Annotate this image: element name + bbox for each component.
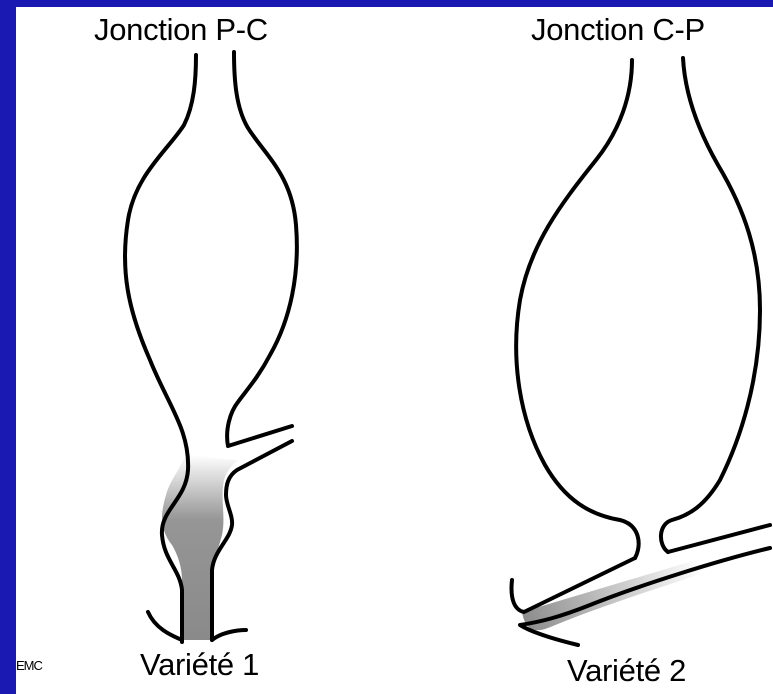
- right-diagram-outline: [512, 58, 771, 645]
